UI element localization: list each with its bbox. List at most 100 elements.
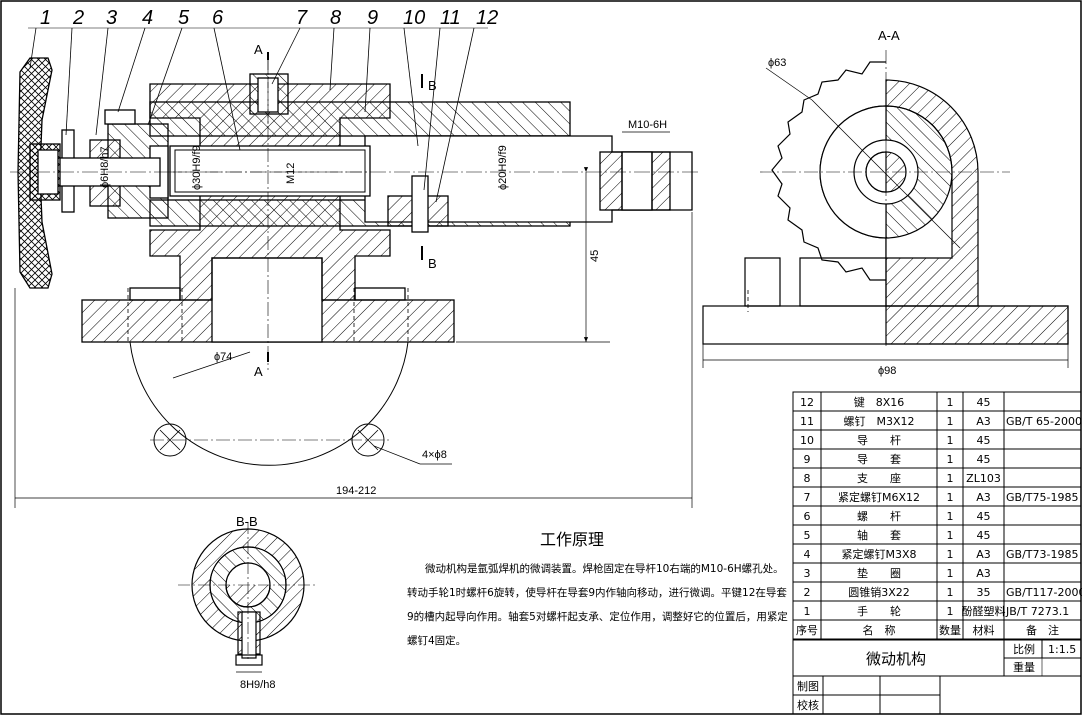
bom-cell-mat: 45 (977, 453, 991, 466)
bom-cell-qty: 1 (947, 491, 954, 504)
weight-label: 重量 (1013, 660, 1035, 674)
principle-line-3: 9的槽内起导向作用。轴套5对螺杆起支承、定位作用，调整好它的位置后，用紧定 (407, 610, 788, 623)
bom-cell-no: 10 (800, 434, 814, 447)
dim-m12: M12 (285, 163, 297, 184)
section-b-top: B (428, 78, 437, 93)
bom-cell-mat: 35 (977, 586, 991, 599)
scale-value: 1:1.5 (1048, 643, 1076, 656)
balloon-6: 6 (212, 7, 224, 29)
bom-cell-note: GB/T117-2000 (1006, 586, 1082, 599)
bom-cell-name: 键 8X16 (854, 395, 905, 409)
bom-cell-no: 4 (804, 548, 811, 561)
principle-line-2: 转动手轮1时螺杆6旋转，使导杆在导套9内作轴向移动，进行微调。平键12在导套 (407, 586, 787, 599)
title-block (792, 639, 1082, 715)
bom-header: 备 注 (1026, 623, 1059, 637)
bom-cell-qty: 1 (947, 472, 954, 485)
balloon-7: 7 (296, 7, 308, 29)
bom-cell-no: 5 (804, 529, 811, 542)
scale-label: 比例 (1013, 642, 1035, 656)
bom-cell-name: 手 轮 (857, 604, 901, 618)
bom-cell-name: 支 座 (857, 471, 901, 485)
checked-by-label: 校核 (797, 698, 819, 712)
bom-header: 名 称 (863, 623, 896, 637)
view-bb-label: B-B (236, 514, 258, 529)
view-bb (178, 522, 318, 673)
bom-cell-note: GB/T 65-2000 (1006, 415, 1082, 428)
bom-cell-name: 紧定螺钉M6X12 (838, 490, 920, 504)
balloon-8: 8 (330, 7, 341, 29)
dimension-labels: A A B B M10-6H ϕ30H9/f9 M12 ϕ6H8/h7 ϕ20H… (99, 42, 667, 497)
dim-key-width: 8H9/h8 (240, 679, 275, 691)
bom-cell-note: GB/T75-1985 (1006, 491, 1078, 504)
section-b-bottom: B (428, 256, 437, 271)
balloon-2: 2 (72, 7, 84, 29)
bom-header: 材料 (973, 623, 995, 637)
dim-length: 194-212 (336, 485, 376, 497)
bom-cell-mat: 酚醛塑料 (962, 604, 1006, 618)
bom-cell-qty: 1 (947, 567, 954, 580)
bom-cell-note: JB/T 7273.1 (1005, 605, 1069, 618)
bom-cell-qty: 1 (947, 434, 954, 447)
bom-cell-qty: 1 (947, 548, 954, 561)
bom-cell-name: 导 套 (857, 453, 901, 466)
bom-cell-no: 6 (804, 510, 811, 523)
bom-cell-name: 导 杆 (857, 433, 901, 447)
bom-cell-qty: 1 (947, 529, 954, 542)
bom-cell-mat: A3 (976, 491, 991, 504)
drawing-name: 微动机构 (866, 650, 926, 668)
dim-thread: M10-6H (628, 119, 667, 131)
bom-cell-mat: 45 (977, 434, 991, 447)
section-a-top: A (254, 42, 263, 57)
dim-d98: ϕ98 (878, 365, 896, 377)
parts-list-table (792, 391, 1082, 640)
bom-cell-qty: 1 (947, 453, 954, 466)
principle-line-4: 螺钉4固定。 (407, 634, 466, 647)
bom-cell-mat: A3 (976, 567, 991, 580)
view-aa-label: A-A (878, 28, 900, 43)
bom-cell-name: 垫 圈 (857, 566, 901, 580)
bom-cell-mat: A3 (976, 548, 991, 561)
bom-cell-mat: 45 (977, 510, 991, 523)
balloon-10: 10 (403, 7, 425, 29)
dim-45: 45 (589, 250, 601, 262)
balloon-5: 5 (178, 7, 190, 29)
view-aa (702, 50, 1069, 368)
bom-cell-name: 圆锥销3X22 (848, 585, 910, 599)
principle-line-1: 微动机构是氩弧焊机的微调装置。焊枪固定在导杆10右端的M10-6H螺孔处。 (425, 562, 784, 575)
balloon-1: 1 (40, 7, 51, 29)
bom-cell-no: 11 (800, 415, 814, 428)
bom-cell-no: 12 (800, 396, 814, 409)
bom-cell-no: 9 (804, 453, 811, 466)
bom-cell-mat: ZL103 (966, 472, 1001, 485)
bom-cell-no: 7 (804, 491, 811, 504)
bom-cell-mat: A3 (976, 415, 991, 428)
dim-d30: ϕ30H9/f9 (191, 145, 203, 190)
working-principle: 工作原理 微动机构是氩弧焊机的微调装置。焊枪固定在导杆10右端的M10-6H螺孔… (407, 530, 788, 647)
principle-title: 工作原理 (540, 530, 604, 549)
bom-cell-no: 2 (804, 586, 811, 599)
balloon-11: 11 (440, 7, 461, 29)
bom-cell-name: 轴 套 (857, 528, 901, 542)
bom-cell-name: 螺钉 M3X12 (843, 415, 914, 428)
bom-cell-name: 螺 杆 (857, 509, 901, 523)
drawn-by-label: 制图 (797, 680, 819, 693)
dim-holes: 4×ϕ8 (422, 449, 447, 461)
bom-cell-mat: 45 (977, 396, 991, 409)
section-a-bottom: A (254, 364, 263, 379)
bom-cell-note: GB/T73-1985 (1006, 548, 1078, 561)
bom-cell-qty: 1 (947, 510, 954, 523)
balloon-12: 12 (476, 7, 498, 29)
bom-cell-mat: 45 (977, 529, 991, 542)
balloon-labels: 1 2 3 4 5 6 7 8 9 10 11 12 (40, 7, 498, 29)
bom-cell-name: 紧定螺钉M3X8 (841, 547, 916, 561)
balloon-9: 9 (367, 7, 378, 29)
balloon-3: 3 (106, 7, 117, 29)
main-view (10, 27, 700, 508)
bom-cell-no: 1 (804, 605, 811, 618)
bom-cell-no: 8 (804, 472, 811, 485)
dim-d74: ϕ74 (214, 351, 232, 363)
bom-cell-qty: 1 (947, 605, 954, 618)
